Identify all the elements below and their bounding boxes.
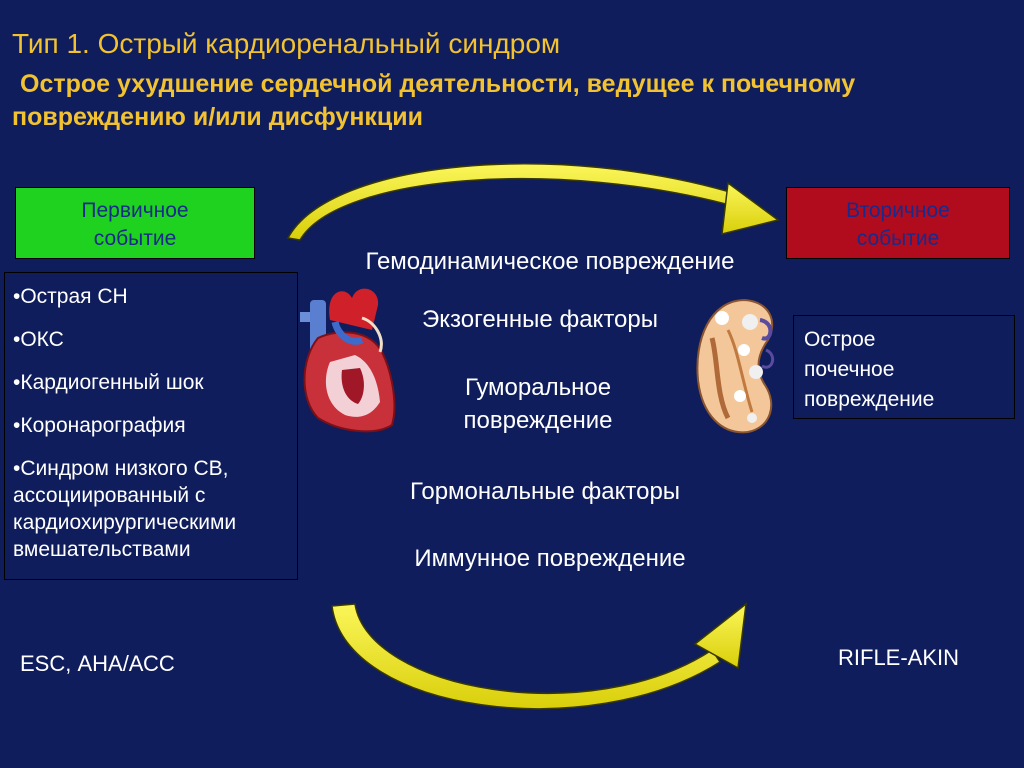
secondary-event-line-1: Вторичное (846, 199, 950, 222)
outcome-line-1: Острое (804, 328, 876, 351)
outcome-line-2: почечное (804, 358, 895, 381)
mechanism-immune: Иммунное повреждение (414, 545, 686, 572)
slide-subtitle: Острое ухудшение сердечной деятельности,… (12, 68, 1012, 134)
mechanism-exogenous: Экзогенные факторы (422, 306, 658, 333)
subtitle-line-2: повреждению и/или дисфункции (12, 103, 424, 131)
mechanism-hemodynamic: Гемодинамическое повреждение (365, 248, 735, 275)
mechanism-humoral: Гуморальное повреждение (463, 374, 613, 434)
primary-event-line-1: Первичное (81, 199, 189, 222)
causes-list: •Острая СН •ОКС •Кардиогенный шок •Корон… (4, 272, 298, 580)
source-right: RIFLE-AKIN (838, 645, 960, 670)
kidney-icon (696, 298, 775, 434)
secondary-event-line-2: событие (856, 227, 940, 250)
outcome-line-3: повреждение (804, 388, 935, 411)
slide-title: Тип 1. Острый кардиоренальный синдром (12, 28, 561, 59)
primary-event-box: Первичное событие (15, 187, 255, 259)
cause-item: •Кардиогенный шок (13, 371, 204, 394)
mechanism-hormonal: Гормональные факторы (409, 478, 681, 505)
cause-item: •Коронарография (13, 414, 186, 437)
source-left: ESC, АНА/АСС (20, 651, 175, 676)
subtitle-line-1: Острое ухудшение сердечной деятельности,… (20, 70, 856, 98)
top-arc-arrow (286, 163, 780, 241)
cause-item: •ОКС (13, 328, 64, 351)
bottom-arc-arrow (331, 602, 747, 710)
cause-item: •Синдром низкого СВ, ассоциированный с к… (13, 457, 237, 561)
cause-item: •Острая СН (13, 285, 128, 308)
outcome-box: Острое почечное повреждение (793, 315, 1015, 419)
primary-event-line-2: событие (93, 227, 177, 250)
secondary-event-box: Вторичное событие (786, 187, 1010, 259)
heart-icon (300, 288, 396, 433)
